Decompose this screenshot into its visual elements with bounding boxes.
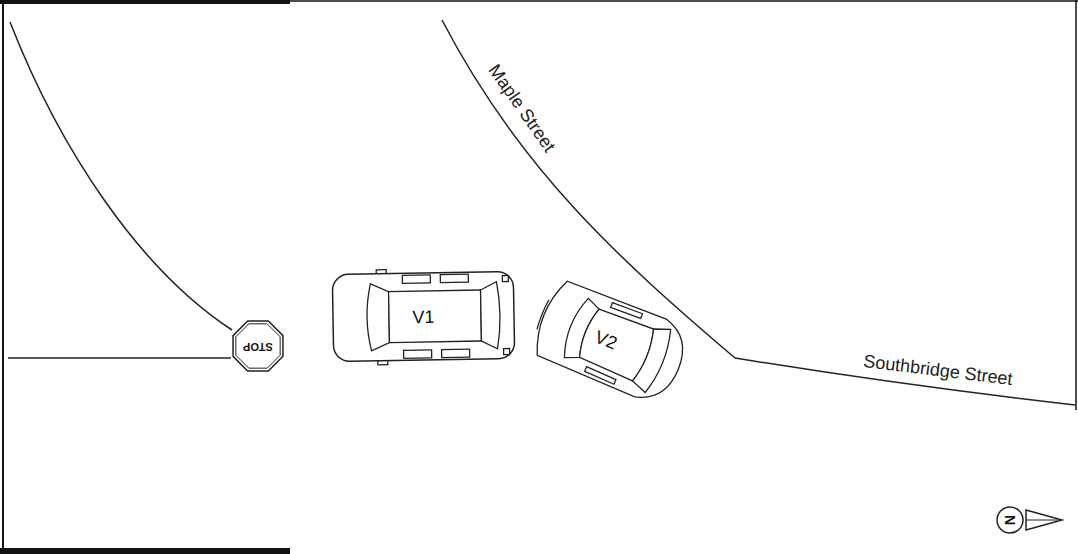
side-window xyxy=(441,349,469,357)
frame-bar xyxy=(0,548,290,554)
side-window xyxy=(403,349,431,357)
car-body xyxy=(528,276,694,408)
north-arrow xyxy=(1026,510,1062,530)
car-body xyxy=(332,271,514,361)
tail-light xyxy=(503,348,509,354)
side-window xyxy=(402,274,430,282)
side-window xyxy=(584,367,616,385)
vehicle-label: V1 xyxy=(412,307,434,325)
car-roof xyxy=(388,290,481,343)
vehicle-one: V1 xyxy=(330,267,517,365)
compass-circle xyxy=(997,507,1023,533)
rear-window xyxy=(630,323,675,394)
stop-octagon xyxy=(233,321,283,371)
street-name: Maple Street xyxy=(485,61,558,155)
street-name: Southbridge Street xyxy=(862,352,1013,388)
side-window xyxy=(611,302,643,320)
side-window xyxy=(440,274,468,282)
vehicle-label: STOP xyxy=(243,341,273,352)
tail-light xyxy=(502,275,508,281)
rear-window xyxy=(480,281,500,348)
frame-line xyxy=(290,0,1078,2)
vehicle-two: V2 xyxy=(515,267,698,412)
frame-line xyxy=(1075,0,1077,410)
north-arrow xyxy=(1026,520,1058,521)
frame-bar xyxy=(0,0,290,4)
curb-line xyxy=(10,22,232,330)
curb-line xyxy=(8,357,231,359)
stop-octagon-inner xyxy=(236,324,280,368)
hood-line xyxy=(536,299,549,329)
windshield xyxy=(366,283,389,350)
stop-sign: STOP xyxy=(230,318,286,374)
compass-north: N xyxy=(996,506,1024,534)
frame-line xyxy=(2,0,4,554)
vehicle-label: N xyxy=(1003,515,1017,525)
